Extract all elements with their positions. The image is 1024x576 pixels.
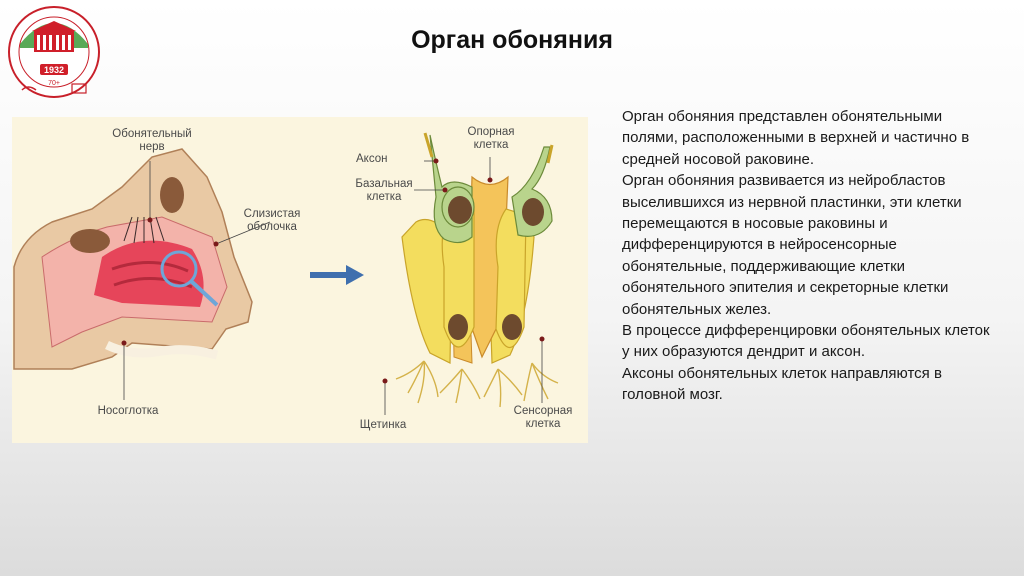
- logo-year: 1932: [44, 65, 64, 75]
- label-axon: Аксон: [356, 153, 402, 166]
- label-supporting-cell: Опорная клетка: [458, 126, 524, 152]
- description-text: Орган обоняния представлен обонятельными…: [622, 106, 992, 406]
- label-mucosa: Слизистая оболочка: [230, 208, 314, 234]
- olfactory-cells-illustration: [383, 133, 559, 415]
- nasal-cavity-illustration: [14, 149, 270, 400]
- logo-badge: 70+: [48, 80, 60, 87]
- paragraph: В процессе дифференцировки обонятельных …: [622, 320, 992, 363]
- label-nasopharynx: Носоглотка: [82, 405, 174, 418]
- paragraph: Орган обоняния развивается из нейробласт…: [622, 170, 992, 320]
- anatomy-figure: Обонятельный нерв Слизистая оболочка Нос…: [12, 117, 588, 443]
- paragraph: Орган обоняния представлен обонятельными…: [622, 106, 992, 170]
- arrow-right-icon: [310, 265, 364, 285]
- label-basal-cell: Базальная клетка: [344, 178, 424, 204]
- slide-title: Орган обоняния: [0, 26, 1024, 55]
- paragraph: Аксоны обонятельных клеток направляются …: [622, 363, 992, 406]
- label-sensory-cell: Сенсорная клетка: [506, 405, 580, 431]
- label-bristle: Щетинка: [350, 419, 416, 432]
- label-olfactory-nerve: Обонятельный нерв: [98, 128, 206, 154]
